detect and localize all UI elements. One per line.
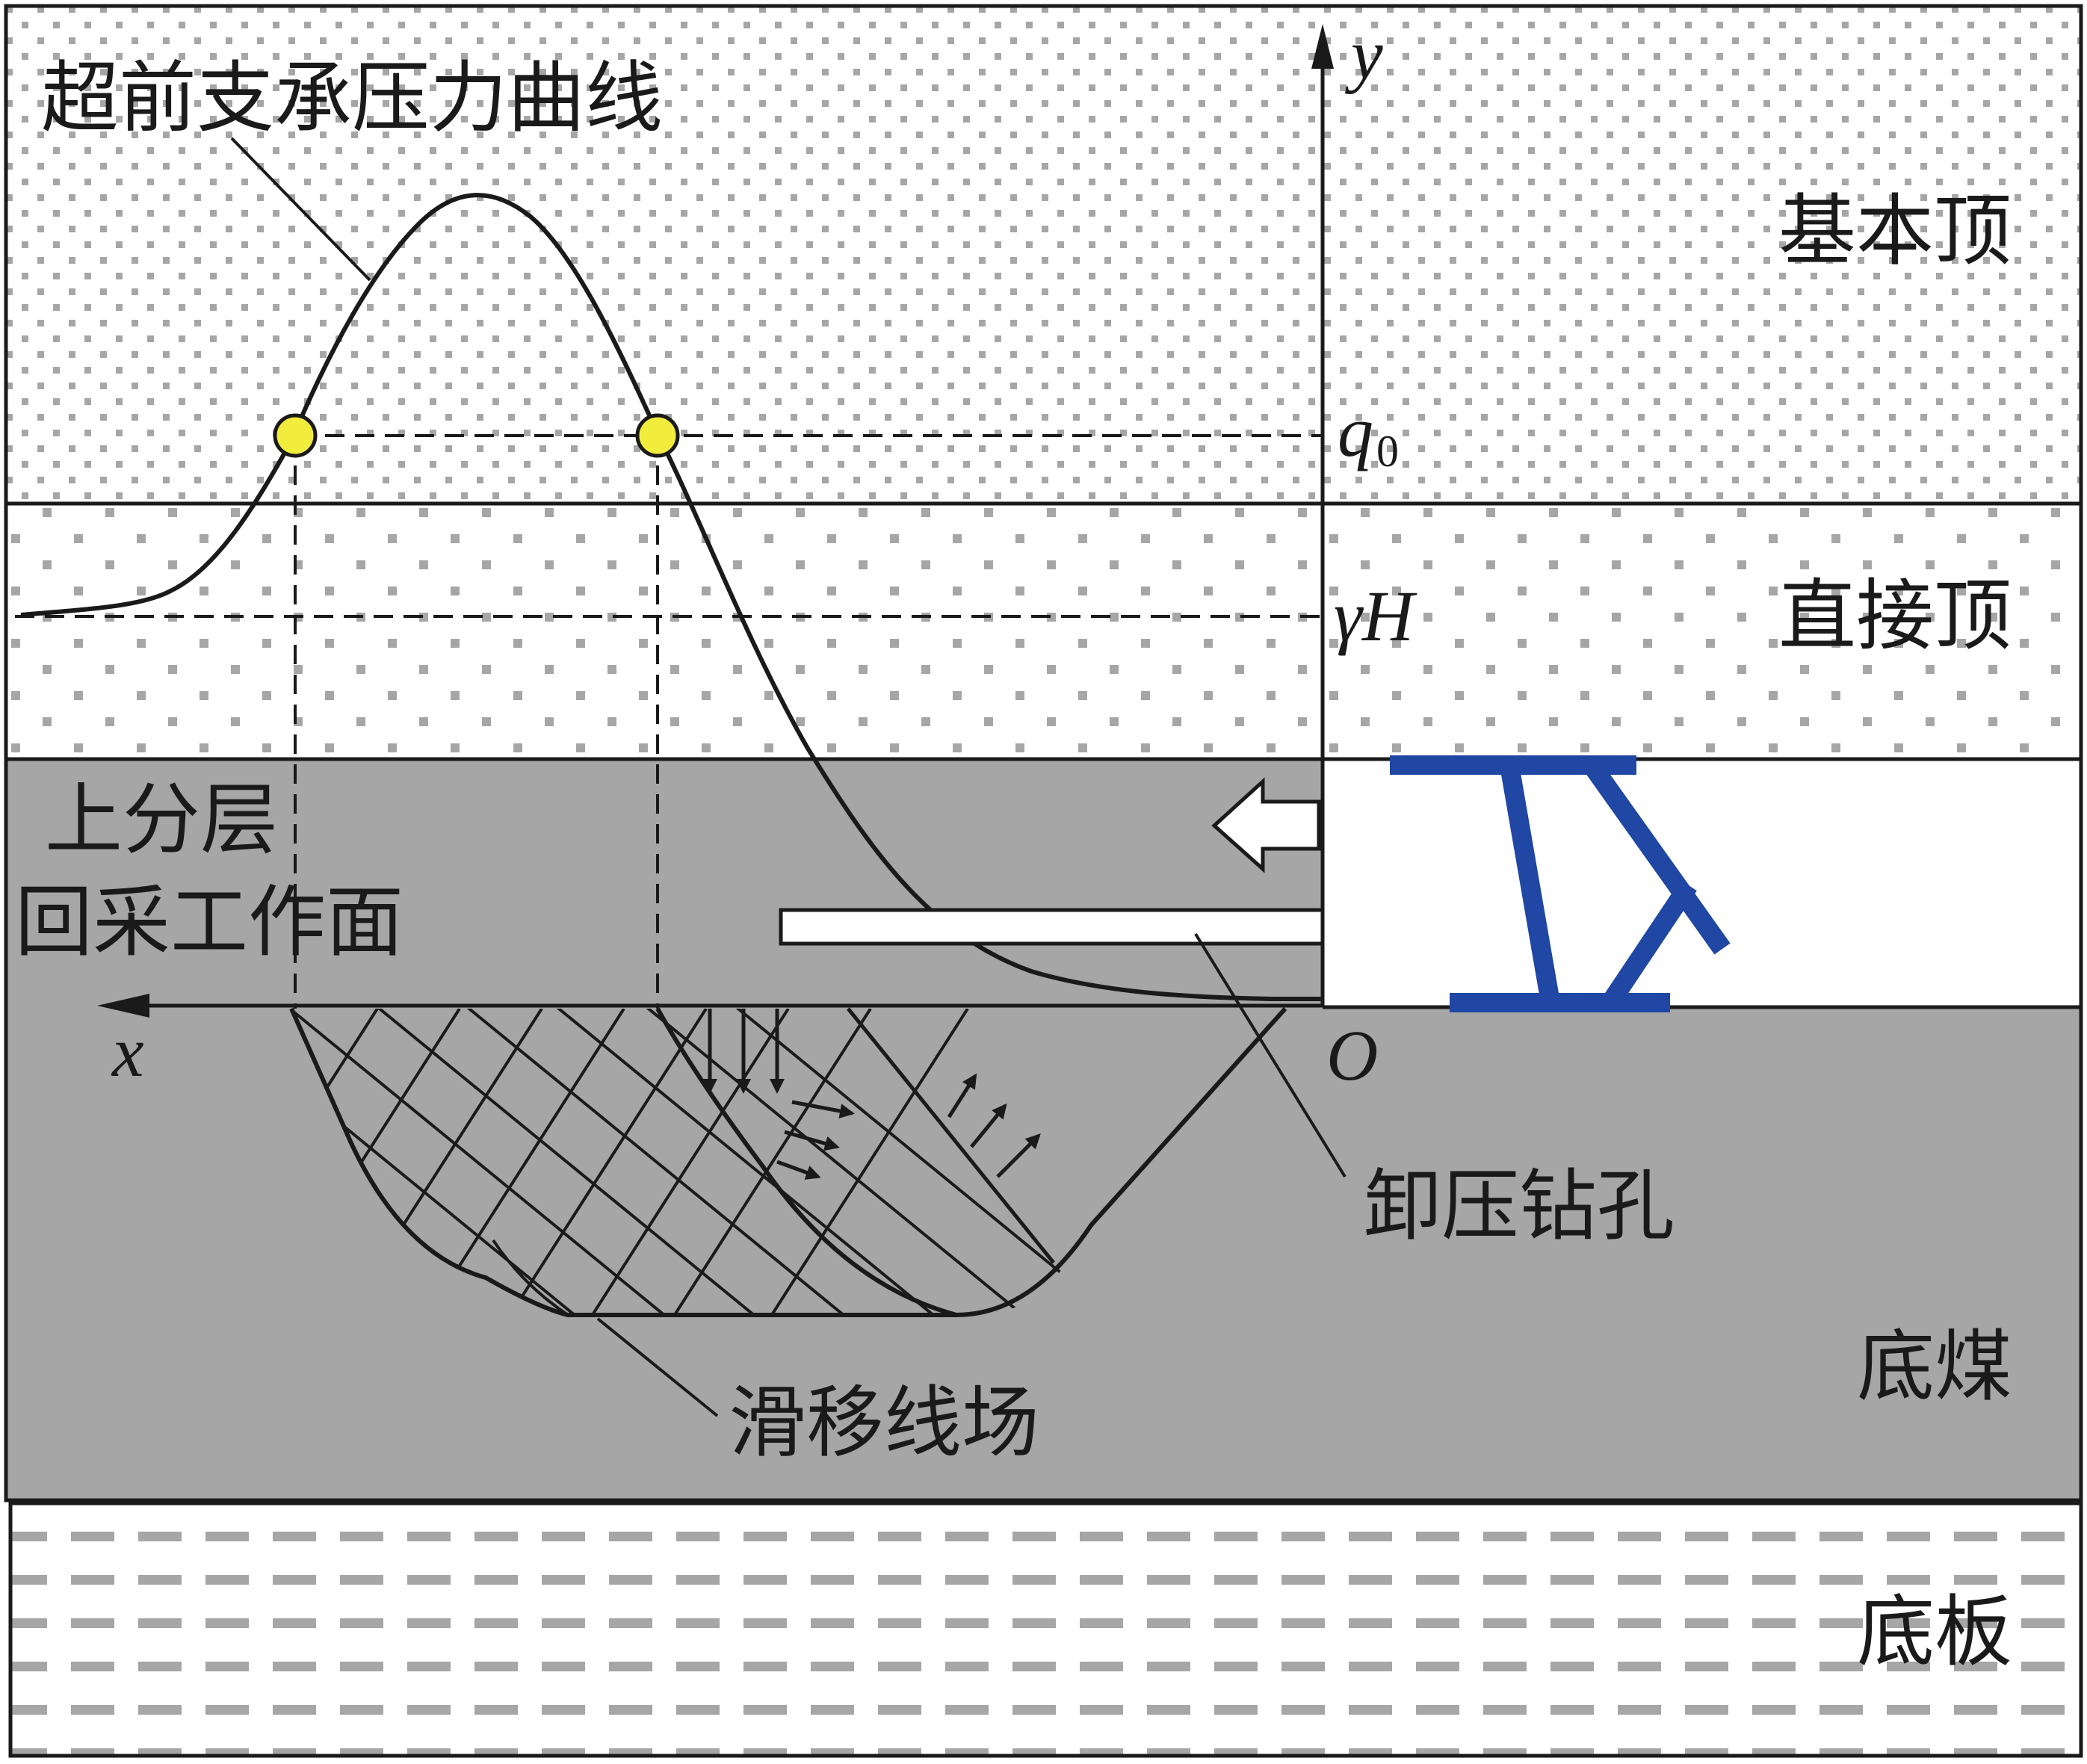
x-axis-label: x xyxy=(111,1012,144,1092)
marker-right xyxy=(635,413,680,458)
gamma-h-label: γH xyxy=(1334,576,1417,656)
y-axis-arrow-icon xyxy=(1311,24,1334,69)
advance-arrow-icon xyxy=(1211,777,1321,873)
curve-label: 超前支承压力曲线 xyxy=(41,52,663,143)
hydraulic-support-icon xyxy=(1390,755,1731,1012)
relief-borehole xyxy=(779,908,1325,946)
q0-label: q0 xyxy=(1338,392,1399,476)
marker-left xyxy=(273,413,318,458)
stress-arrows xyxy=(702,1009,1041,1180)
working-face-label: 回采工作面 xyxy=(15,876,404,968)
bottom-coal-label: 底煤 xyxy=(1857,1321,2012,1412)
upper-layer-label: 上分层 xyxy=(45,774,278,865)
y-axis-label: y xyxy=(1344,14,1383,94)
x-axis-arrow-icon xyxy=(97,994,149,1018)
main-roof-label: 基本顶 xyxy=(1778,185,2012,276)
bottom-coal-layer xyxy=(6,1007,2081,1500)
relief-hole-label: 卸压钻孔 xyxy=(1364,1160,1675,1251)
upper-coal-layer xyxy=(6,759,1323,1007)
floor-label: 底板 xyxy=(1857,1586,2012,1677)
slip-line-field xyxy=(289,1006,1287,1317)
immediate-roof-label: 直接顶 xyxy=(1778,570,2012,661)
slip-field-label: 滑移线场 xyxy=(729,1377,1039,1468)
origin-label: O xyxy=(1326,1015,1378,1095)
